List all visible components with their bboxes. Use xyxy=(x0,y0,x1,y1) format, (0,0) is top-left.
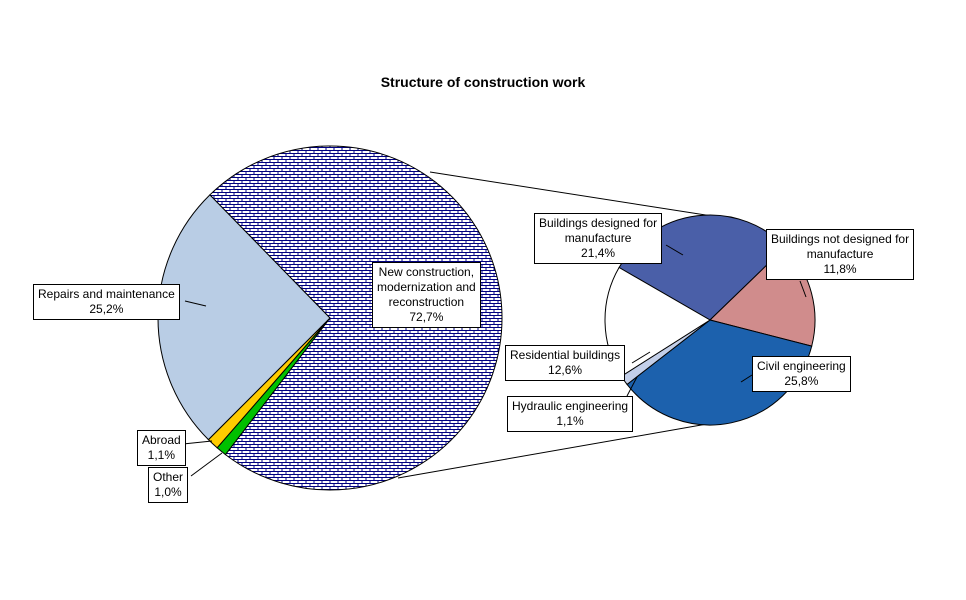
series-line xyxy=(397,423,708,479)
label-civil-engineering: Civil engineering 25,8% xyxy=(752,356,851,392)
main-pie-slice-new-construction-modernization-and-reconstruction xyxy=(209,145,503,491)
label-abroad: Abroad 1,1% xyxy=(137,430,186,466)
label-buildings-not-designed-for-manufacture: Buildings not designed for manufacture 1… xyxy=(766,229,915,280)
leader-line xyxy=(190,452,223,477)
label-hydraulic-engineering: Hydraulic engineering 1,1% xyxy=(507,396,634,432)
label-repairs-and-maintenance: Repairs and maintenance 25,2% xyxy=(33,284,180,320)
label-buildings-designed-for-manufacture: Buildings designed for manufacture 21,4% xyxy=(534,213,663,264)
chart-title: Structure of construction work xyxy=(380,74,586,90)
label-other: Other 1,0% xyxy=(148,467,189,503)
leader-line xyxy=(182,440,213,445)
leader-line xyxy=(740,374,753,383)
label-residential-buildings: Residential buildings 12,6% xyxy=(505,345,626,381)
leader-line xyxy=(631,351,651,364)
series-line xyxy=(429,171,713,217)
leader-line xyxy=(626,376,638,397)
label-new-construction: New construction, modernization and reco… xyxy=(372,262,481,328)
leader-line xyxy=(184,300,207,307)
leader-line xyxy=(665,244,684,256)
leader-line xyxy=(799,280,807,298)
